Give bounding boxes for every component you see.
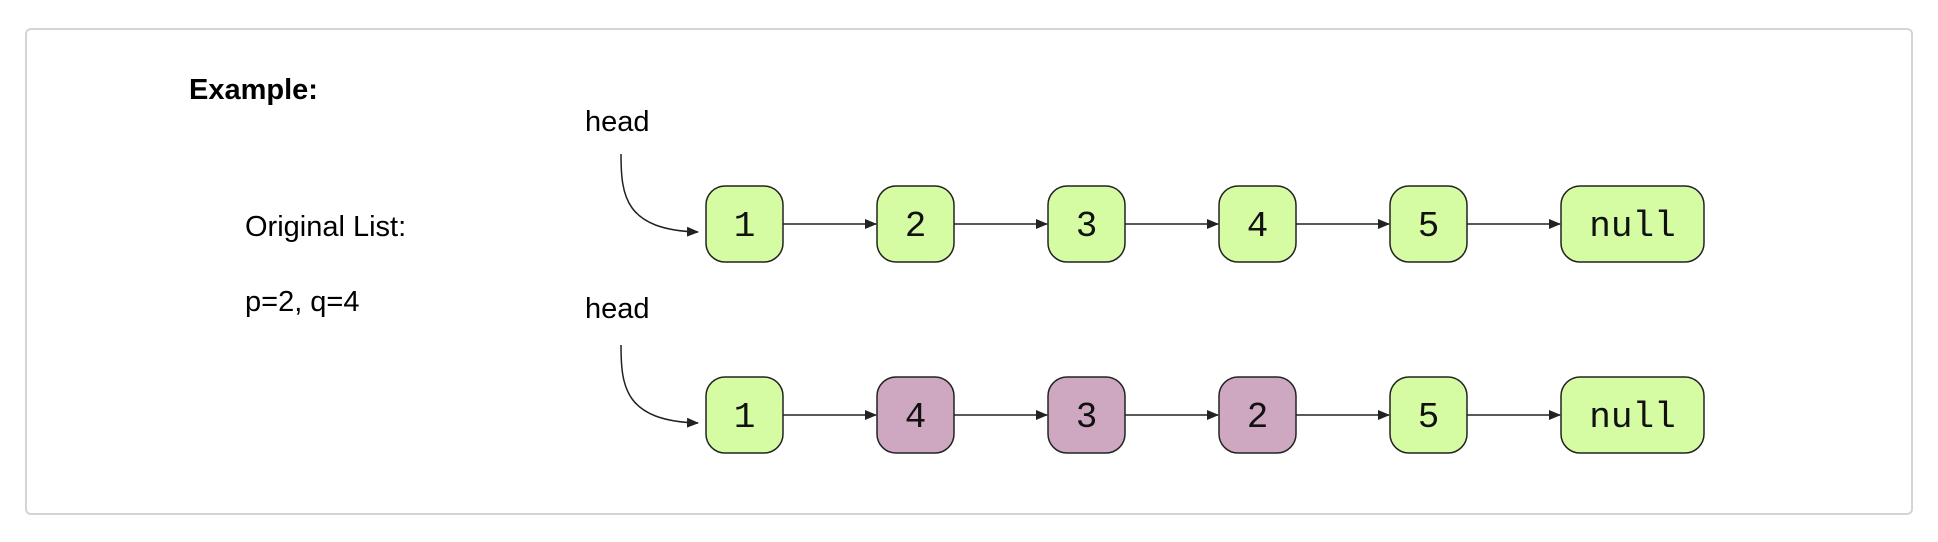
null-node: null <box>1560 376 1705 454</box>
list-node: 1 <box>705 376 784 454</box>
node-value: 1 <box>734 397 756 438</box>
node-box <box>1560 185 1705 263</box>
params-label: p=2, q=4 <box>245 286 360 318</box>
node-value: 5 <box>1418 397 1440 438</box>
list-node: 5 <box>1389 376 1468 454</box>
node-value: 2 <box>905 206 927 247</box>
node-value: 5 <box>1418 206 1440 247</box>
list-node: 4 <box>1218 185 1297 263</box>
head-pointer-arrow <box>620 153 699 237</box>
node-value: null <box>1589 206 1675 247</box>
null-node: null <box>1560 185 1705 263</box>
node-value: 4 <box>905 397 927 438</box>
node-box <box>1560 376 1705 454</box>
list-node: 2 <box>876 185 955 263</box>
node-value: 3 <box>1076 397 1098 438</box>
head-label: head <box>585 293 650 325</box>
reversed-list-node: 2 <box>1218 376 1297 454</box>
node-value: 4 <box>1247 206 1269 247</box>
node-value: 3 <box>1076 206 1098 247</box>
list-node: 5 <box>1389 185 1468 263</box>
node-value: 2 <box>1247 397 1269 438</box>
original-list-label: Original List: <box>245 211 407 243</box>
head-pointer-arrow <box>620 344 699 428</box>
reversed-list-node: 4 <box>876 376 955 454</box>
node-value: null <box>1589 397 1675 438</box>
list-node: 3 <box>1047 185 1126 263</box>
example-title: Example: <box>189 74 318 106</box>
node-value: 1 <box>734 206 756 247</box>
reversed-list-node: 3 <box>1047 376 1126 454</box>
head-label: head <box>585 106 650 138</box>
list-node: 1 <box>705 185 784 263</box>
